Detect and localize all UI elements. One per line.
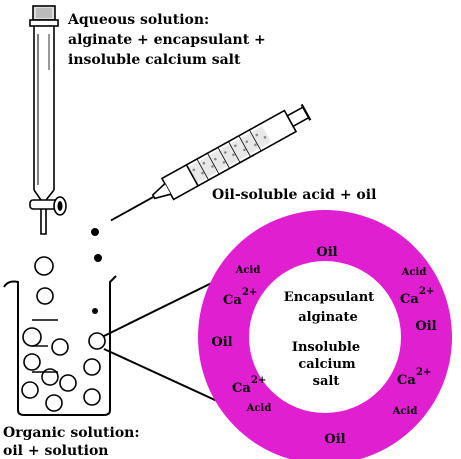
- burette-icon: [29, 5, 67, 235]
- acid-label-bottom-right: Acid: [392, 406, 418, 417]
- core-label-alginate: alginate: [298, 310, 358, 325]
- syringe-icon: [110, 103, 312, 222]
- beaker-icon: [3, 256, 117, 416]
- calcium-ion-label: Ca 2+: [223, 287, 257, 308]
- svg-text:2+: 2+: [416, 367, 431, 378]
- oil-label-bottom: Oil: [324, 432, 345, 447]
- aqueous-caption-line-3: insoluble calcium salt: [68, 52, 241, 68]
- organic-caption-line-2: oil + solution: [3, 443, 108, 459]
- drop: [92, 308, 98, 314]
- svg-text:Ca: Ca: [223, 293, 242, 308]
- oil-label-top: Oil: [316, 245, 337, 260]
- core-label-salt: salt: [313, 374, 340, 389]
- svg-text:2+: 2+: [242, 287, 257, 298]
- svg-text:2+: 2+: [419, 286, 434, 297]
- svg-text:2+: 2+: [251, 375, 266, 386]
- acid-label-bottom-left: Acid: [246, 403, 272, 414]
- calcium-ion-label: Ca 2+: [400, 286, 434, 307]
- oil-label-right: Oil: [415, 319, 436, 334]
- core-label-calcium: calcium: [298, 357, 356, 372]
- drop: [94, 254, 102, 262]
- capsule-core: [249, 261, 401, 413]
- drop: [91, 228, 99, 236]
- aqueous-caption-line-2: alginate + encapsulant +: [68, 32, 266, 48]
- organic-caption-line-1: Organic solution:: [3, 425, 140, 441]
- acid-label-top-right: Acid: [401, 267, 427, 278]
- svg-text:Ca: Ca: [232, 381, 251, 396]
- acid-label-top-left: Acid: [235, 265, 261, 276]
- zoom-line: [103, 348, 229, 407]
- core-label-insoluble: Insoluble: [292, 340, 360, 355]
- calcium-ion-label: Ca 2+: [232, 375, 266, 396]
- core-label-encapsulant: Encapsulant: [284, 290, 374, 305]
- svg-text:Ca: Ca: [397, 373, 416, 388]
- svg-text:Ca: Ca: [400, 292, 419, 307]
- aqueous-caption-line-1: Aqueous solution:: [67, 12, 209, 28]
- calcium-ion-label: Ca 2+: [397, 367, 431, 388]
- oil-label-left: Oil: [211, 335, 232, 350]
- syringe-caption: Oil-soluble acid + oil: [212, 187, 376, 203]
